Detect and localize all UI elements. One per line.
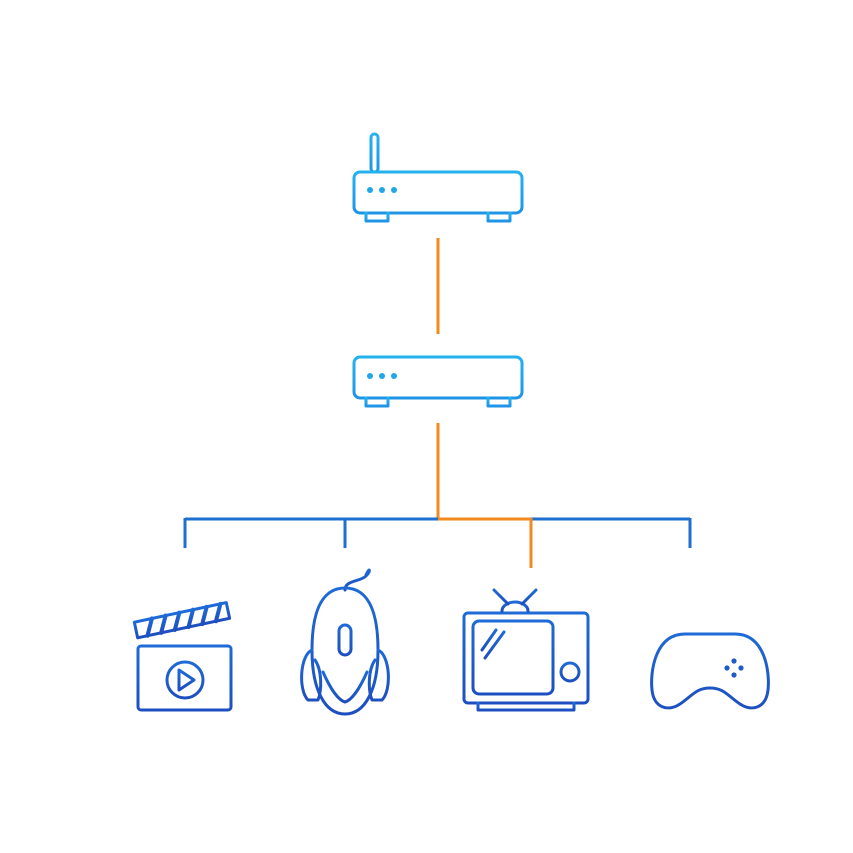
network-box-icon (352, 355, 524, 408)
router-with-antenna-icon (352, 132, 524, 223)
television-icon (462, 588, 590, 712)
film-clapperboard-icon (132, 601, 233, 712)
computer-mouse-icon (300, 568, 390, 716)
distribution-bus (183, 517, 692, 568)
gamepad-icon (650, 632, 770, 710)
